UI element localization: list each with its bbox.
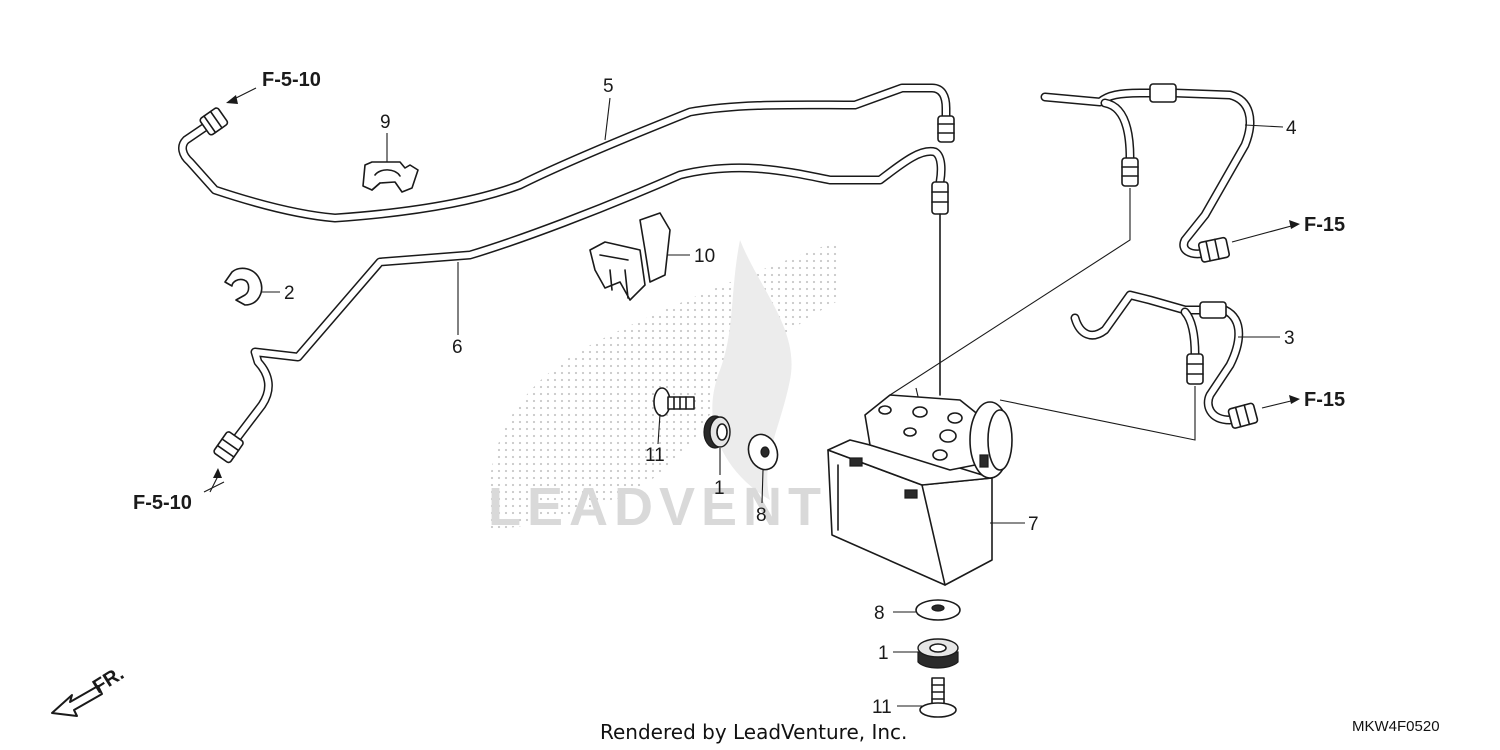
callout-1-top: 1	[714, 478, 725, 499]
clip-9[interactable]	[362, 161, 419, 193]
callout-3: 3	[1284, 328, 1295, 349]
rendered-by-text: Rendered by LeadVenture, Inc.	[600, 720, 907, 744]
bolt-11-bottom[interactable]	[919, 677, 957, 718]
collar-8-bottom[interactable]	[915, 599, 961, 621]
bracket-10[interactable]	[589, 212, 671, 301]
callout-1-bottom: 1	[878, 643, 889, 664]
front-direction-arrow: FR.	[51, 663, 128, 717]
brake-pipe-5[interactable]	[178, 83, 955, 223]
collar-8-top[interactable]	[744, 430, 783, 473]
clip-2[interactable]	[224, 267, 263, 306]
callout-4: 4	[1286, 118, 1297, 139]
brake-pipe-6[interactable]	[213, 146, 949, 464]
callout-6: 6	[452, 337, 463, 358]
watermark-flame-logo	[712, 240, 792, 500]
callout-11-bottom: 11	[872, 697, 892, 718]
ref-f-5-10-top[interactable]: F-5-10	[262, 69, 321, 91]
callout-7: 7	[1028, 514, 1039, 535]
grommet-1-bottom[interactable]	[917, 638, 959, 669]
callout-5: 5	[603, 76, 614, 97]
diagram-code: MKW4F0520	[1352, 718, 1440, 735]
callout-9: 9	[380, 112, 391, 133]
brake-pipe-4[interactable]	[1040, 83, 1255, 263]
bolt-11-top[interactable]	[653, 387, 695, 417]
ref-f-5-10-bottom[interactable]: F-5-10	[133, 492, 192, 514]
leader-lines	[262, 97, 1284, 707]
reference-arrows	[203, 87, 1300, 493]
ref-f-15-upper[interactable]: F-15	[1304, 214, 1345, 236]
brake-pipe-3[interactable]	[1070, 290, 1259, 429]
callout-10: 10	[694, 246, 715, 267]
callout-11-top: 11	[645, 445, 665, 466]
ref-f-15-lower[interactable]: F-15	[1304, 389, 1345, 411]
front-arrow-icon	[51, 685, 103, 717]
grommet-1-top[interactable]	[703, 415, 731, 449]
callout-8-bottom: 8	[874, 603, 885, 624]
abs-modulator-7[interactable]	[827, 394, 1013, 586]
callout-2: 2	[284, 283, 295, 304]
callout-8-top: 8	[756, 505, 767, 526]
